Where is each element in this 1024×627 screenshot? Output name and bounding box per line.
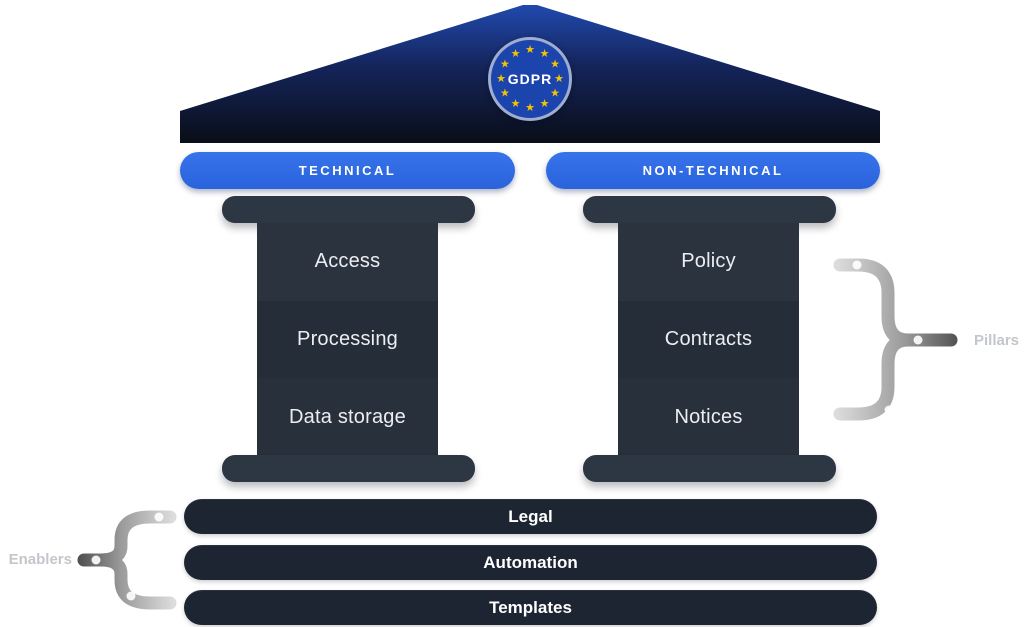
brace-dot bbox=[852, 260, 862, 270]
eu-star-icon: ★ bbox=[525, 44, 535, 56]
non-technical-header-label: NON-TECHNICAL bbox=[642, 163, 784, 178]
pillar-shaft: Access Processing Data storage bbox=[257, 223, 438, 457]
eu-star-icon: ★ bbox=[499, 58, 510, 71]
pillar-segment: Processing bbox=[257, 300, 438, 379]
enablers-brace bbox=[77, 510, 177, 610]
pillar-capital-top bbox=[222, 196, 475, 223]
enablers-annotation-label: Enablers bbox=[8, 551, 72, 568]
gdpr-label: GDPR bbox=[507, 71, 553, 87]
brace-dot bbox=[154, 512, 164, 522]
pillar-segment: Access bbox=[257, 223, 438, 301]
brace-dot bbox=[91, 555, 101, 565]
technical-header-pill: TECHNICAL bbox=[180, 152, 515, 189]
pillar-base bbox=[222, 455, 475, 482]
non-technical-header-pill: NON-TECHNICAL bbox=[546, 152, 880, 189]
eu-star-icon: ★ bbox=[499, 87, 510, 100]
eu-star-icon: ★ bbox=[510, 47, 521, 60]
eu-flag-badge: ★★★★★★★★★★★★ GDPR bbox=[488, 37, 572, 121]
brace-dot bbox=[884, 405, 894, 415]
pillar-segment: Notices bbox=[618, 378, 799, 457]
brace-dot bbox=[913, 335, 923, 345]
eu-star-icon: ★ bbox=[550, 87, 561, 100]
foundation-bar-automation: Automation bbox=[184, 545, 877, 580]
pillars-brace bbox=[833, 258, 958, 421]
brace-dot bbox=[126, 591, 136, 601]
eu-star-icon: ★ bbox=[539, 47, 550, 60]
eu-star-icon: ★ bbox=[550, 58, 561, 71]
pillar-base bbox=[583, 455, 836, 482]
pillar-capital-top bbox=[583, 196, 836, 223]
technical-header-label: TECHNICAL bbox=[298, 163, 397, 178]
foundation-bar-templates: Templates bbox=[184, 590, 877, 625]
pillar-segment: Data storage bbox=[257, 378, 438, 457]
eu-star-icon: ★ bbox=[510, 98, 521, 111]
pillar-shaft: Policy Contracts Notices bbox=[618, 223, 799, 457]
eu-star-icon: ★ bbox=[525, 102, 535, 114]
pillar-segment: Contracts bbox=[618, 300, 799, 379]
pillars-annotation-label: Pillars bbox=[974, 332, 1020, 349]
foundation-bar-legal: Legal bbox=[184, 499, 877, 534]
eu-star-icon: ★ bbox=[496, 73, 506, 85]
pillar-segment: Policy bbox=[618, 223, 799, 301]
eu-star-icon: ★ bbox=[554, 73, 564, 85]
eu-star-icon: ★ bbox=[539, 98, 550, 111]
